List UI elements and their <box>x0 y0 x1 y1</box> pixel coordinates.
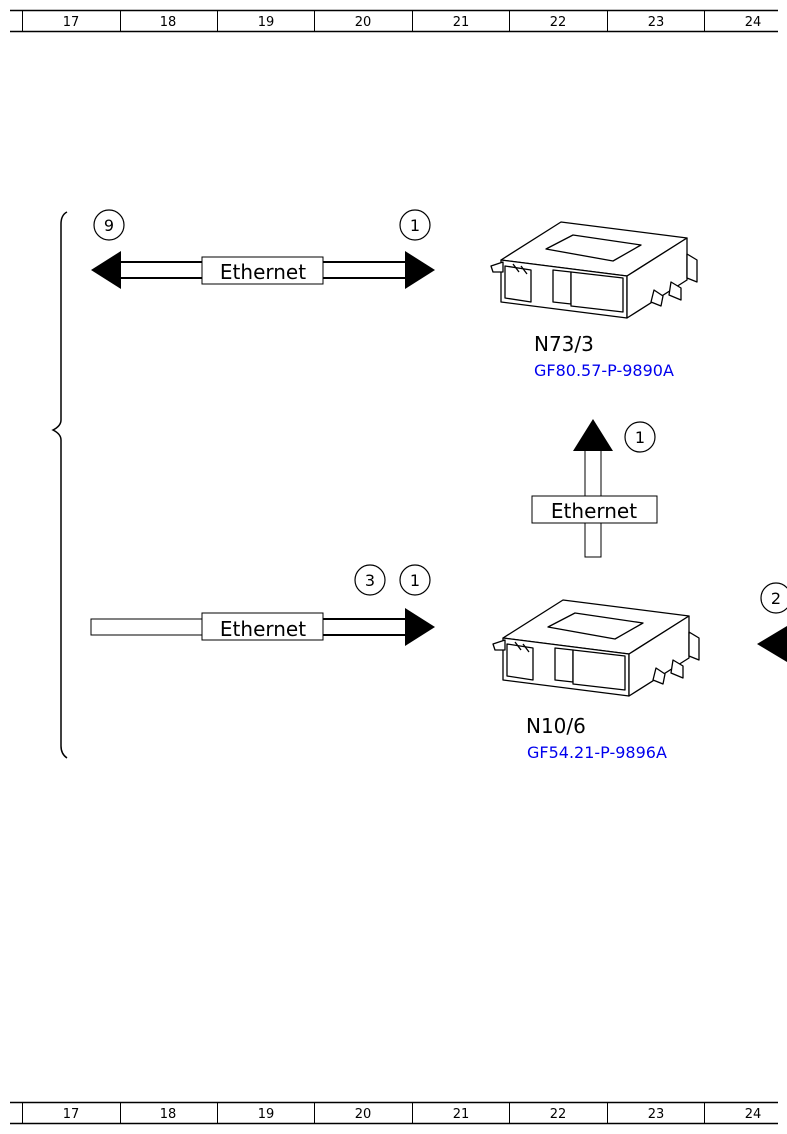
ruler-bottom-label: 21 <box>453 1107 470 1122</box>
arrow-left-icon <box>91 251 121 289</box>
ruler-top-label: 23 <box>648 15 665 30</box>
arrow-up-icon <box>573 419 613 451</box>
svg-text:3: 3 <box>365 571 375 590</box>
ref-circle-mid-right[interactable]: 1 <box>399 564 431 596</box>
svg-text:1: 1 <box>635 428 645 447</box>
arrow-left-icon <box>757 626 787 662</box>
component-link[interactable]: GF54.21-P-9896A <box>527 743 667 762</box>
ethernet-label: Ethernet <box>551 499 637 523</box>
ethernet-connection-vertical: Ethernet <box>531 419 658 558</box>
ruler-bottom-label: 17 <box>63 1107 80 1122</box>
ref-circle-top-right[interactable]: 1 <box>399 209 431 241</box>
component-name: N10/6 <box>526 714 586 738</box>
ref-circle-top-left[interactable]: 9 <box>93 209 125 241</box>
ruler-bottom-label: 18 <box>160 1107 177 1122</box>
ethernet-label: Ethernet <box>220 260 306 284</box>
ethernet-connection-middle: Ethernet <box>90 608 435 646</box>
ruler-bottom: 17 18 19 20 21 22 23 24 <box>10 1101 778 1125</box>
ruler-top-label: 20 <box>355 15 372 30</box>
svg-text:1: 1 <box>410 216 420 235</box>
ruler-top: 17 18 19 20 21 22 23 24 <box>10 9 778 33</box>
ruler-top-label: 17 <box>63 15 80 30</box>
ruler-top-label: 24 <box>745 15 762 30</box>
svg-text:2: 2 <box>771 589 781 608</box>
svg-text:9: 9 <box>104 216 114 235</box>
ruler-bottom-label: 20 <box>355 1107 372 1122</box>
ref-circle-vertical[interactable]: 1 <box>624 421 656 453</box>
ethernet-connection-top: Ethernet <box>91 251 435 289</box>
component-name: N73/3 <box>534 332 594 356</box>
arrow-right-icon <box>405 608 435 646</box>
ruler-top-label: 19 <box>258 15 275 30</box>
ref-circle-mid-left[interactable]: 3 <box>354 564 386 596</box>
arrow-right-icon <box>405 251 435 289</box>
ruler-top-label: 22 <box>550 15 567 30</box>
ruler-bottom-label: 24 <box>745 1107 762 1122</box>
group-brace <box>51 211 68 759</box>
ethernet-label: Ethernet <box>220 617 306 641</box>
ruler-bottom-label: 19 <box>258 1107 275 1122</box>
ruler-top-label: 21 <box>453 15 470 30</box>
control-unit-upper <box>490 221 698 319</box>
svg-text:1: 1 <box>410 571 420 590</box>
control-unit-lower <box>492 599 700 697</box>
ref-circle-edge[interactable]: 2 <box>760 582 787 614</box>
ruler-bottom-label: 23 <box>648 1107 665 1122</box>
component-link[interactable]: GF80.57-P-9890A <box>534 361 674 380</box>
ruler-top-label: 18 <box>160 15 177 30</box>
ruler-bottom-label: 22 <box>550 1107 567 1122</box>
